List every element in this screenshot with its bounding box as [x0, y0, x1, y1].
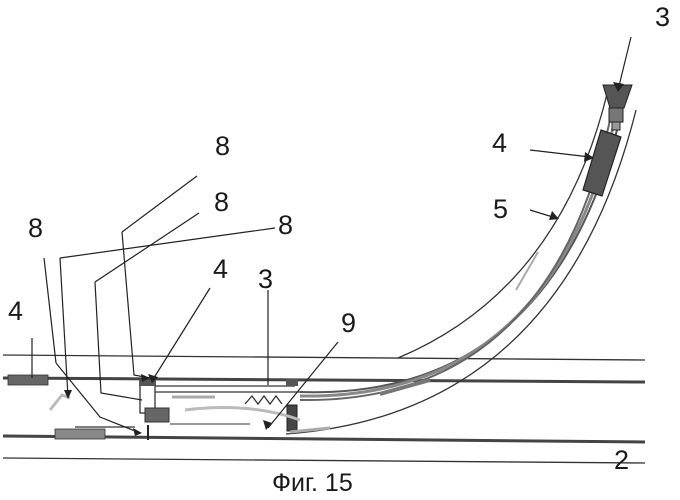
label-8-d: 8: [28, 215, 43, 242]
label-2: 2: [614, 447, 629, 474]
label-4-left: 4: [8, 298, 23, 325]
label-8-c: 8: [278, 212, 293, 239]
motor-element-4-curved: [583, 130, 621, 196]
label-5-right: 5: [493, 196, 508, 223]
label-8-b: 8: [214, 189, 229, 216]
tip-nozzle-3: [603, 85, 632, 130]
label-4-mid: 4: [213, 256, 228, 283]
leader-lines: [32, 37, 631, 433]
downhole-assembly: [8, 375, 430, 440]
label-3-mid: 3: [258, 266, 273, 293]
label-3-top: 3: [655, 4, 670, 31]
label-9: 9: [341, 310, 356, 337]
label-8-a: 8: [215, 133, 230, 160]
figure-caption: Фиг. 15: [272, 469, 353, 498]
label-4-right: 4: [492, 130, 507, 157]
